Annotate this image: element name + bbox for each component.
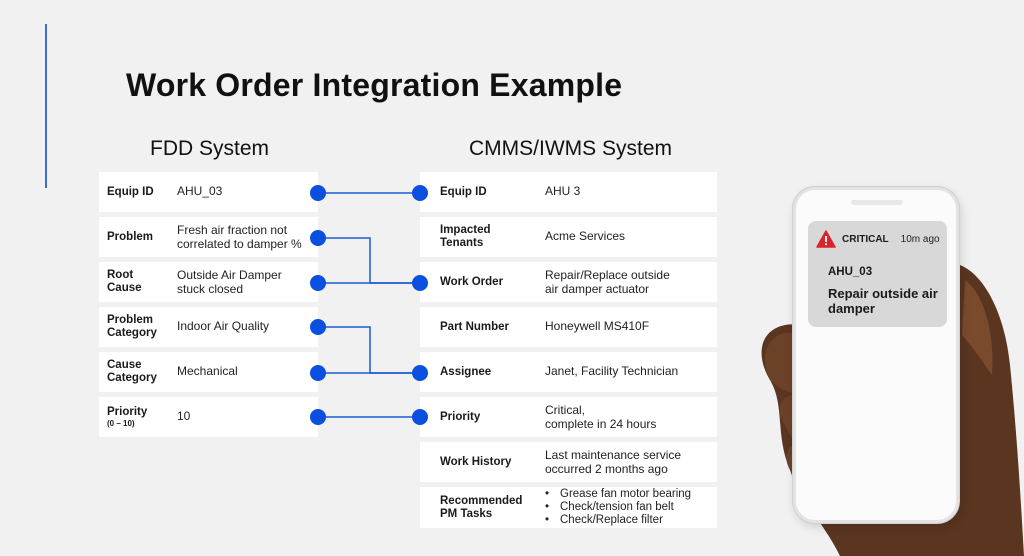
connector-dot bbox=[310, 319, 326, 335]
notification-message: Repair outside air damper bbox=[828, 286, 943, 316]
warning-triangle-icon bbox=[816, 230, 836, 248]
connector-dot bbox=[412, 365, 428, 381]
connector-dot bbox=[310, 185, 326, 201]
connector-dot bbox=[310, 409, 326, 425]
connector-dot bbox=[310, 275, 326, 291]
connector-dot bbox=[310, 230, 326, 246]
phone-speaker bbox=[851, 200, 903, 205]
connector-problem-work-order bbox=[318, 238, 420, 283]
notification-card[interactable]: CRITICAL 10m ago AHU_03 Repair outside a… bbox=[808, 221, 947, 327]
severity-label: CRITICAL bbox=[842, 234, 889, 245]
connector-category-assignee bbox=[318, 327, 420, 373]
connector-dot bbox=[412, 185, 428, 201]
notification-header: CRITICAL 10m ago bbox=[816, 230, 940, 248]
connector-dot bbox=[412, 409, 428, 425]
connector-dot bbox=[310, 365, 326, 381]
connector-dot bbox=[412, 275, 428, 291]
notification-equip-id: AHU_03 bbox=[828, 266, 872, 278]
phone: CRITICAL 10m ago AHU_03 Repair outside a… bbox=[793, 187, 959, 523]
notification-time: 10m ago bbox=[901, 234, 940, 245]
